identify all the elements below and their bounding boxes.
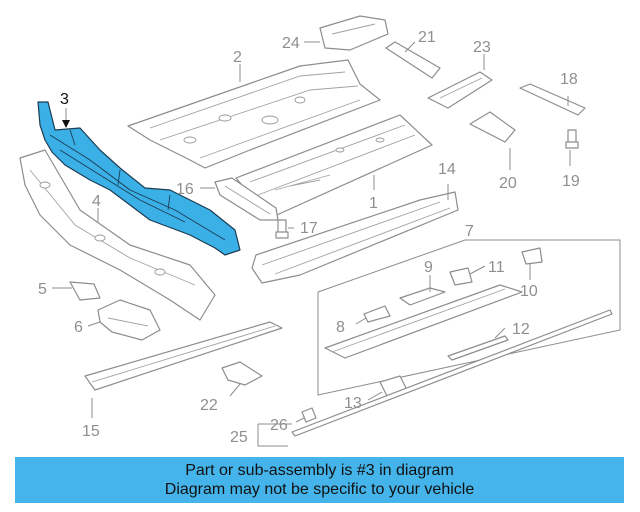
callout-7[interactable]: 7 <box>465 223 474 240</box>
callout-21[interactable]: 21 <box>418 29 436 46</box>
part-8-clip[interactable] <box>363 305 391 323</box>
callout-3[interactable]: 3 <box>60 91 69 108</box>
part-3-highlighted-member[interactable] <box>37 101 241 256</box>
callout-16[interactable]: 16 <box>176 181 194 198</box>
part-10-clip[interactable] <box>521 247 543 265</box>
callout-11[interactable]: 11 <box>488 259 505 276</box>
callout-1[interactable]: 1 <box>369 195 378 212</box>
callout-8[interactable]: 8 <box>336 319 345 336</box>
banner-line-1: Part or sub-assembly is #3 in diagram <box>185 462 454 479</box>
callout-19[interactable]: 19 <box>562 173 580 190</box>
part-2-floor-pan[interactable] <box>127 59 381 169</box>
part-14-rear-side-member[interactable] <box>251 191 459 284</box>
banner-line-2: Diagram may not be specific to your vehi… <box>164 481 475 498</box>
callout-14[interactable]: 14 <box>438 161 456 178</box>
callout-18[interactable]: 18 <box>560 71 578 88</box>
callout-22[interactable]: 22 <box>200 397 218 414</box>
callout-15[interactable]: 15 <box>82 423 100 440</box>
info-banner: Part or sub-assembly is #3 in diagram Di… <box>15 457 624 503</box>
part-22-bracket[interactable] <box>221 361 263 386</box>
part-4-side-rail[interactable] <box>19 149 216 321</box>
callout-13[interactable]: 13 <box>344 395 362 412</box>
callout-25[interactable]: 25 <box>230 429 248 446</box>
callout-24[interactable]: 24 <box>282 35 300 52</box>
parts-diagram: 2 24 21 23 18 19 20 1 14 16 17 4 5 6 15 … <box>19 15 621 447</box>
part-21-strip[interactable] <box>385 41 441 79</box>
part-18-strip[interactable] <box>519 83 586 116</box>
part-9-clip[interactable] <box>399 287 446 306</box>
callout-2[interactable]: 2 <box>233 49 242 66</box>
callout-20[interactable]: 20 <box>499 175 517 192</box>
part-23-bracket[interactable] <box>427 71 493 109</box>
callout-labels: 2 24 21 23 18 19 20 1 14 16 17 4 5 6 15 … <box>38 29 580 446</box>
part-5-plate[interactable] <box>69 281 101 301</box>
part-12-strip[interactable] <box>447 335 509 361</box>
leader-lines <box>52 41 571 447</box>
callout-10[interactable]: 10 <box>520 283 538 300</box>
part-26-clip[interactable] <box>301 407 317 423</box>
callout-9[interactable]: 9 <box>424 259 433 276</box>
part-6-bracket[interactable] <box>97 299 161 341</box>
part-20-bracket[interactable] <box>469 111 516 143</box>
part-17-bolt[interactable] <box>275 219 289 239</box>
part-7-inner-rocker[interactable] <box>324 284 523 359</box>
callout-6[interactable]: 6 <box>74 319 83 336</box>
callout-26[interactable]: 26 <box>270 417 288 434</box>
part-25-strip[interactable] <box>291 309 613 437</box>
callout-23[interactable]: 23 <box>473 39 491 56</box>
part-11-clip[interactable] <box>449 267 473 286</box>
callout-17[interactable]: 17 <box>300 220 318 237</box>
part-24-bracket[interactable] <box>319 15 389 51</box>
part-19-bolt[interactable] <box>565 129 579 149</box>
callout-12[interactable]: 12 <box>512 321 530 338</box>
part-15-rocker[interactable] <box>84 321 283 391</box>
callout-4[interactable]: 4 <box>92 193 101 210</box>
callout-5[interactable]: 5 <box>38 281 47 298</box>
part-7-group-box <box>317 239 621 396</box>
